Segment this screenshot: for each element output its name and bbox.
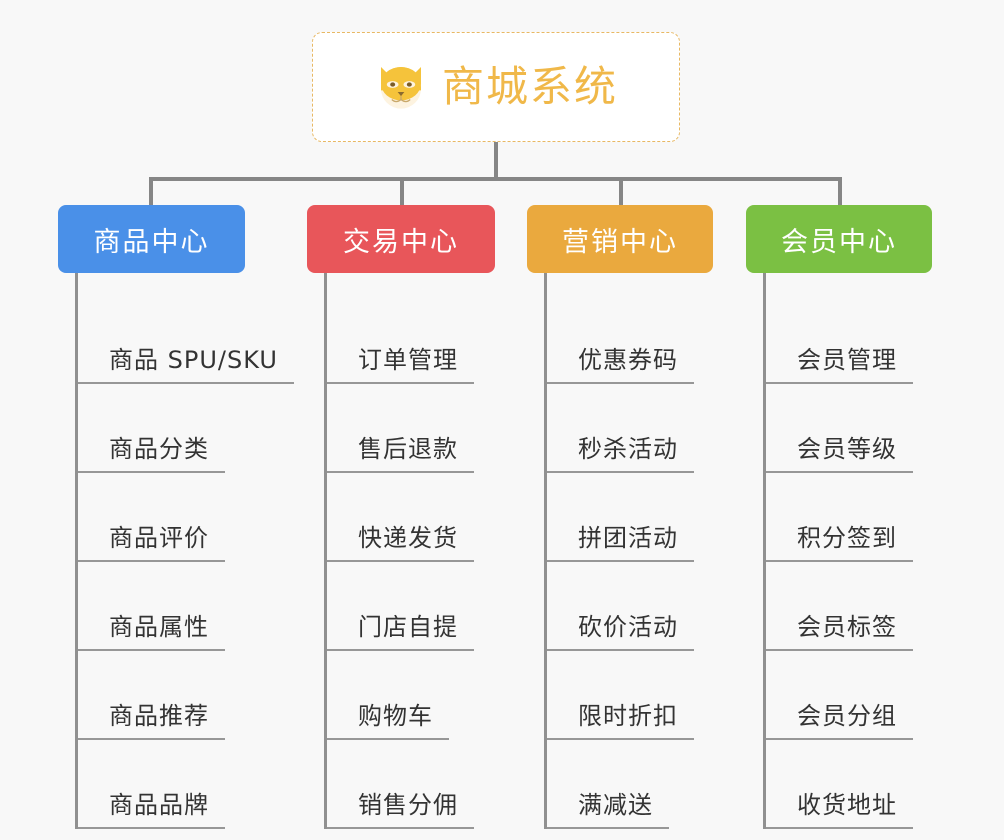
leaf-item-label: 售后退款 <box>358 435 458 463</box>
leaf-item-label: 门店自提 <box>358 613 458 641</box>
leaf-underline: 售后退款 <box>327 429 474 473</box>
category-column-trade-center: 交易中心订单管理售后退款快递发货门店自提购物车销售分佣 <box>307 205 495 829</box>
root-node[interactable]: 商城系统 <box>312 32 680 142</box>
leaf-item[interactable]: 销售分佣 <box>327 740 495 829</box>
category-title: 营销中心 <box>562 226 678 258</box>
leaf-item[interactable]: 商品推荐 <box>78 651 245 740</box>
leaf-spine-product-center: 商品 SPU/SKU 商品分类商品评价商品属性商品推荐商品品牌 <box>75 273 294 829</box>
leaf-item[interactable]: 会员分组 <box>766 651 932 740</box>
leaf-item-label: 砍价活动 <box>578 613 678 641</box>
leaf-item[interactable]: 积分签到 <box>766 473 932 562</box>
leaf-item-label: 会员分组 <box>797 702 897 730</box>
leaf-underline: 积分签到 <box>766 518 913 562</box>
leaf-item[interactable]: 会员标签 <box>766 562 932 651</box>
leaf-item-label: 积分签到 <box>797 524 897 552</box>
leaf-item[interactable]: 会员等级 <box>766 384 932 473</box>
category-header-product-center[interactable]: 商品中心 <box>58 205 245 273</box>
leaf-spine-member-center: 会员管理会员等级积分签到会员标签会员分组收货地址 <box>763 273 932 829</box>
leaf-item[interactable]: 售后退款 <box>327 384 495 473</box>
leaf-item-label: 商品品牌 <box>109 791 209 819</box>
leaf-underline: 销售分佣 <box>327 785 474 829</box>
leaf-item[interactable]: 商品属性 <box>78 562 245 651</box>
leaf-item[interactable]: 快递发货 <box>327 473 495 562</box>
leaf-underline: 商品属性 <box>78 607 225 651</box>
leaf-item[interactable]: 订单管理 <box>327 295 495 384</box>
leaf-underline: 拼团活动 <box>547 518 694 562</box>
leaf-item[interactable]: 满减送 <box>547 740 713 829</box>
root-stem-line <box>494 142 498 181</box>
leaf-underline: 会员管理 <box>766 340 913 384</box>
leaf-item[interactable]: 会员管理 <box>766 295 932 384</box>
leaf-underline: 商品 SPU/SKU <box>78 340 294 384</box>
leaf-item-label: 秒杀活动 <box>578 435 678 463</box>
leaf-item[interactable]: 砍价活动 <box>547 562 713 651</box>
leaf-underline: 会员等级 <box>766 429 913 473</box>
leaf-item-label: 会员等级 <box>797 435 897 463</box>
branch-drop-1 <box>149 177 153 205</box>
leaf-underline: 会员分组 <box>766 696 913 740</box>
branch-drop-3 <box>619 177 623 205</box>
leaf-spine-trade-center: 订单管理售后退款快递发货门店自提购物车销售分佣 <box>324 273 495 829</box>
leaf-underline: 门店自提 <box>327 607 474 651</box>
category-header-member-center[interactable]: 会员中心 <box>746 205 932 273</box>
leaf-item[interactable]: 门店自提 <box>327 562 495 651</box>
leaf-item[interactable]: 拼团活动 <box>547 473 713 562</box>
category-column-product-center: 商品中心商品 SPU/SKU 商品分类商品评价商品属性商品推荐商品品牌 <box>58 205 294 829</box>
category-title: 会员中心 <box>781 226 897 258</box>
leaf-item[interactable]: 商品评价 <box>78 473 245 562</box>
leaf-item-label: 商品属性 <box>109 613 209 641</box>
leaf-item-label: 商品 SPU/SKU <box>109 346 278 374</box>
leaf-item[interactable]: 商品分类 <box>78 384 245 473</box>
leaf-item-label: 收货地址 <box>797 791 897 819</box>
leaf-underline: 满减送 <box>547 785 669 829</box>
leaf-item-label: 会员标签 <box>797 613 897 641</box>
leaf-item-label: 购物车 <box>358 702 433 730</box>
category-header-marketing-center[interactable]: 营销中心 <box>527 205 713 273</box>
leaf-underline: 会员标签 <box>766 607 913 651</box>
category-title: 商品中心 <box>93 226 210 258</box>
leaf-item-label: 销售分佣 <box>358 791 458 819</box>
leaf-item-label: 快递发货 <box>358 524 458 552</box>
leaf-item[interactable]: 收货地址 <box>766 740 932 829</box>
leaf-item[interactable]: 购物车 <box>327 651 495 740</box>
leaf-item-label: 会员管理 <box>797 346 897 374</box>
leaf-item-label: 满减送 <box>578 791 653 819</box>
leaf-item[interactable]: 优惠券码 <box>547 295 713 384</box>
leaf-underline: 秒杀活动 <box>547 429 694 473</box>
leaf-item-label: 商品评价 <box>109 524 209 552</box>
leaf-underline: 优惠券码 <box>547 340 694 384</box>
leaf-item-label: 拼团活动 <box>578 524 678 552</box>
leaf-item[interactable]: 商品品牌 <box>78 740 245 829</box>
leaf-item-label: 商品推荐 <box>109 702 209 730</box>
leaf-underline: 快递发货 <box>327 518 474 562</box>
category-title: 交易中心 <box>343 226 459 258</box>
leaf-underline: 商品推荐 <box>78 696 225 740</box>
category-header-trade-center[interactable]: 交易中心 <box>307 205 495 273</box>
leaf-underline: 商品评价 <box>78 518 225 562</box>
category-column-member-center: 会员中心会员管理会员等级积分签到会员标签会员分组收货地址 <box>746 205 932 829</box>
leaf-item[interactable]: 商品 SPU/SKU <box>78 295 294 384</box>
leaf-underline: 订单管理 <box>327 340 474 384</box>
leaf-underline: 限时折扣 <box>547 696 694 740</box>
leaf-underline: 商品品牌 <box>78 785 225 829</box>
root-title: 商城系统 <box>441 62 618 111</box>
shiba-dog-emoji <box>374 62 428 112</box>
leaf-item-label: 订单管理 <box>358 346 458 374</box>
leaf-item[interactable]: 秒杀活动 <box>547 384 713 473</box>
branch-drop-2 <box>400 177 404 205</box>
leaf-item[interactable]: 限时折扣 <box>547 651 713 740</box>
leaf-item-label: 商品分类 <box>109 435 209 463</box>
category-bus-line <box>149 177 842 181</box>
leaf-spine-marketing-center: 优惠券码秒杀活动拼团活动砍价活动限时折扣满减送 <box>544 273 713 829</box>
leaf-item-label: 优惠券码 <box>578 346 678 374</box>
category-column-marketing-center: 营销中心优惠券码秒杀活动拼团活动砍价活动限时折扣满减送 <box>527 205 713 829</box>
leaf-underline: 砍价活动 <box>547 607 694 651</box>
leaf-underline: 收货地址 <box>766 785 913 829</box>
leaf-item-label: 限时折扣 <box>578 702 678 730</box>
leaf-underline: 商品分类 <box>78 429 225 473</box>
branch-drop-4 <box>838 177 842 205</box>
leaf-underline: 购物车 <box>327 696 449 740</box>
